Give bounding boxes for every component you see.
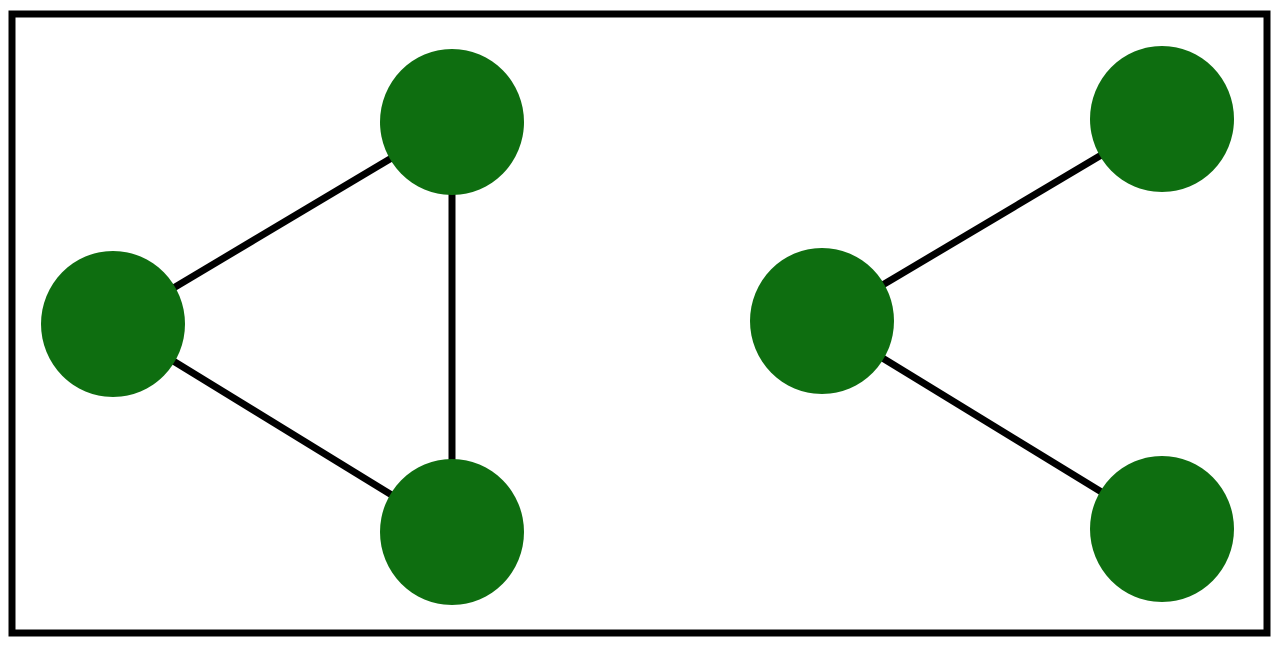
node-e xyxy=(1090,46,1234,192)
graph-star xyxy=(750,46,1234,602)
node-b xyxy=(380,49,524,195)
node-c xyxy=(380,459,524,605)
node-f xyxy=(1090,456,1234,602)
graph-triangle xyxy=(41,49,524,605)
node-a xyxy=(41,251,185,397)
node-d xyxy=(750,248,894,394)
diagram-frame xyxy=(8,10,1271,637)
